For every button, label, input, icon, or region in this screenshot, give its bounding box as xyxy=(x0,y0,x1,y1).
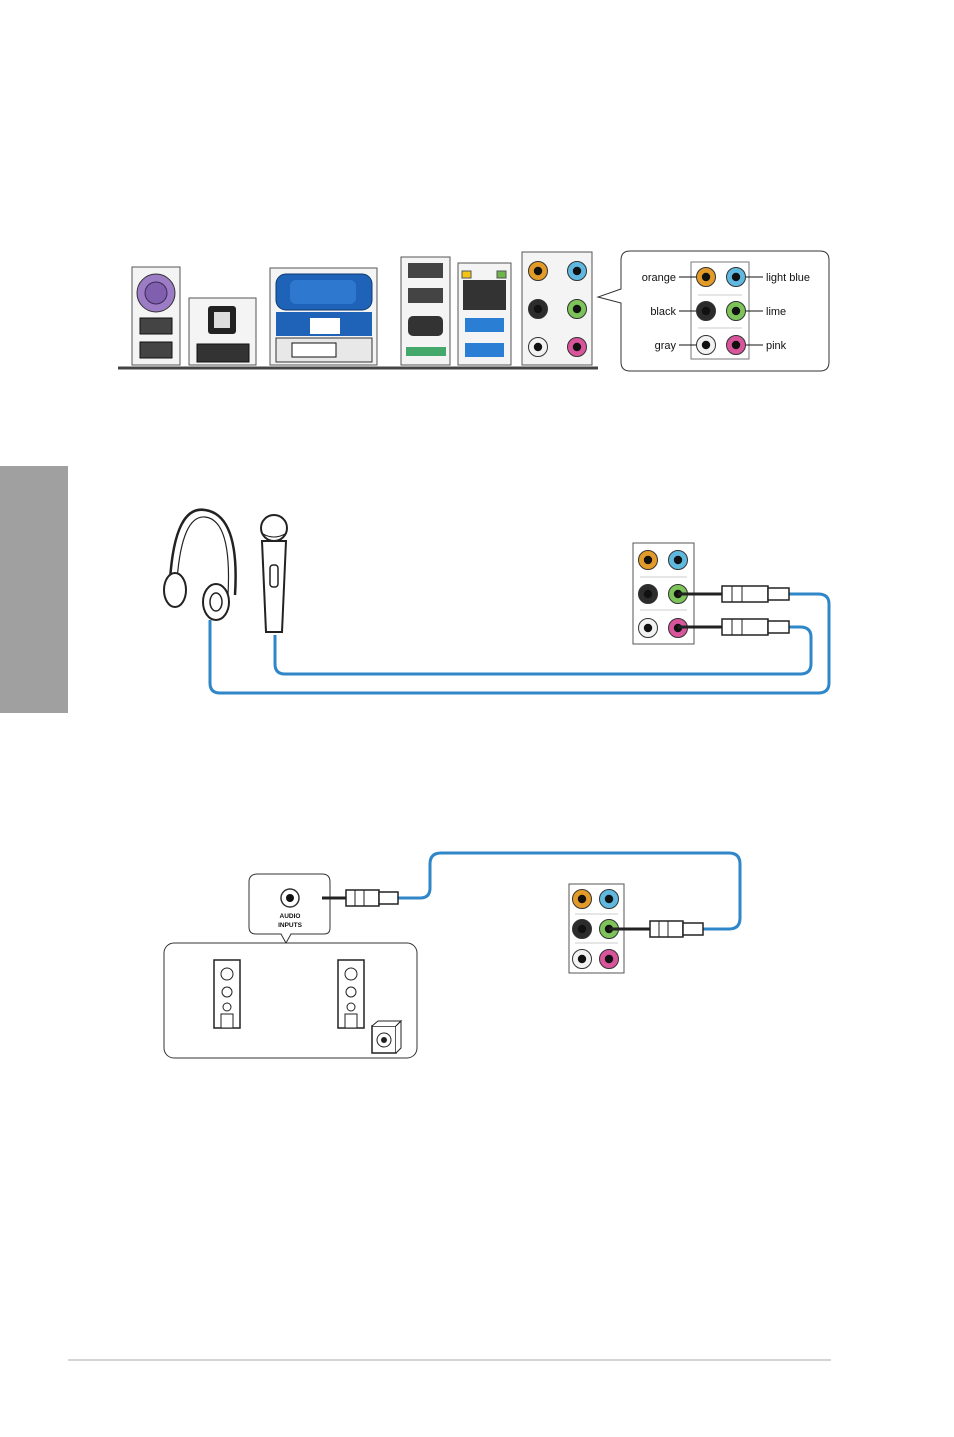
callout-label-orange: orange xyxy=(642,272,676,284)
right-speaker-icon xyxy=(338,960,364,1028)
callout-label-pink: pink xyxy=(766,340,787,352)
callout-label-lime: lime xyxy=(766,306,786,318)
speaker-plug-left xyxy=(322,890,398,906)
left-speaker-icon xyxy=(214,960,240,1028)
microphone-plug xyxy=(678,619,789,635)
lan-usb3-block xyxy=(458,263,511,365)
audio-jack-color-callout: orange black gray light blue lime pink xyxy=(598,251,829,371)
microphone-icon xyxy=(261,515,287,632)
audio-inputs-label-line1: AUDIO xyxy=(280,913,301,920)
audio-inputs-label-line2: INPUTS xyxy=(278,922,303,929)
rear-io-panel xyxy=(118,252,598,368)
ps2-usb-block xyxy=(132,267,180,365)
callout-label-light-blue: light blue xyxy=(766,272,810,284)
optical-hdmi-block xyxy=(189,298,256,365)
callout-label-black: black xyxy=(650,306,676,318)
subwoofer-icon xyxy=(372,1021,401,1053)
headphone-plug xyxy=(678,586,789,602)
vga-dvi-block xyxy=(270,268,377,365)
usb-esata-block xyxy=(401,257,450,365)
headphone-cable xyxy=(210,594,829,693)
headphone-mic-diagram xyxy=(164,510,829,693)
callout-label-gray: gray xyxy=(655,340,677,352)
audio-jack-block xyxy=(522,252,592,365)
speaker-diagram: AUDIO INPUTS xyxy=(164,853,740,1058)
headphones-icon xyxy=(164,510,236,620)
